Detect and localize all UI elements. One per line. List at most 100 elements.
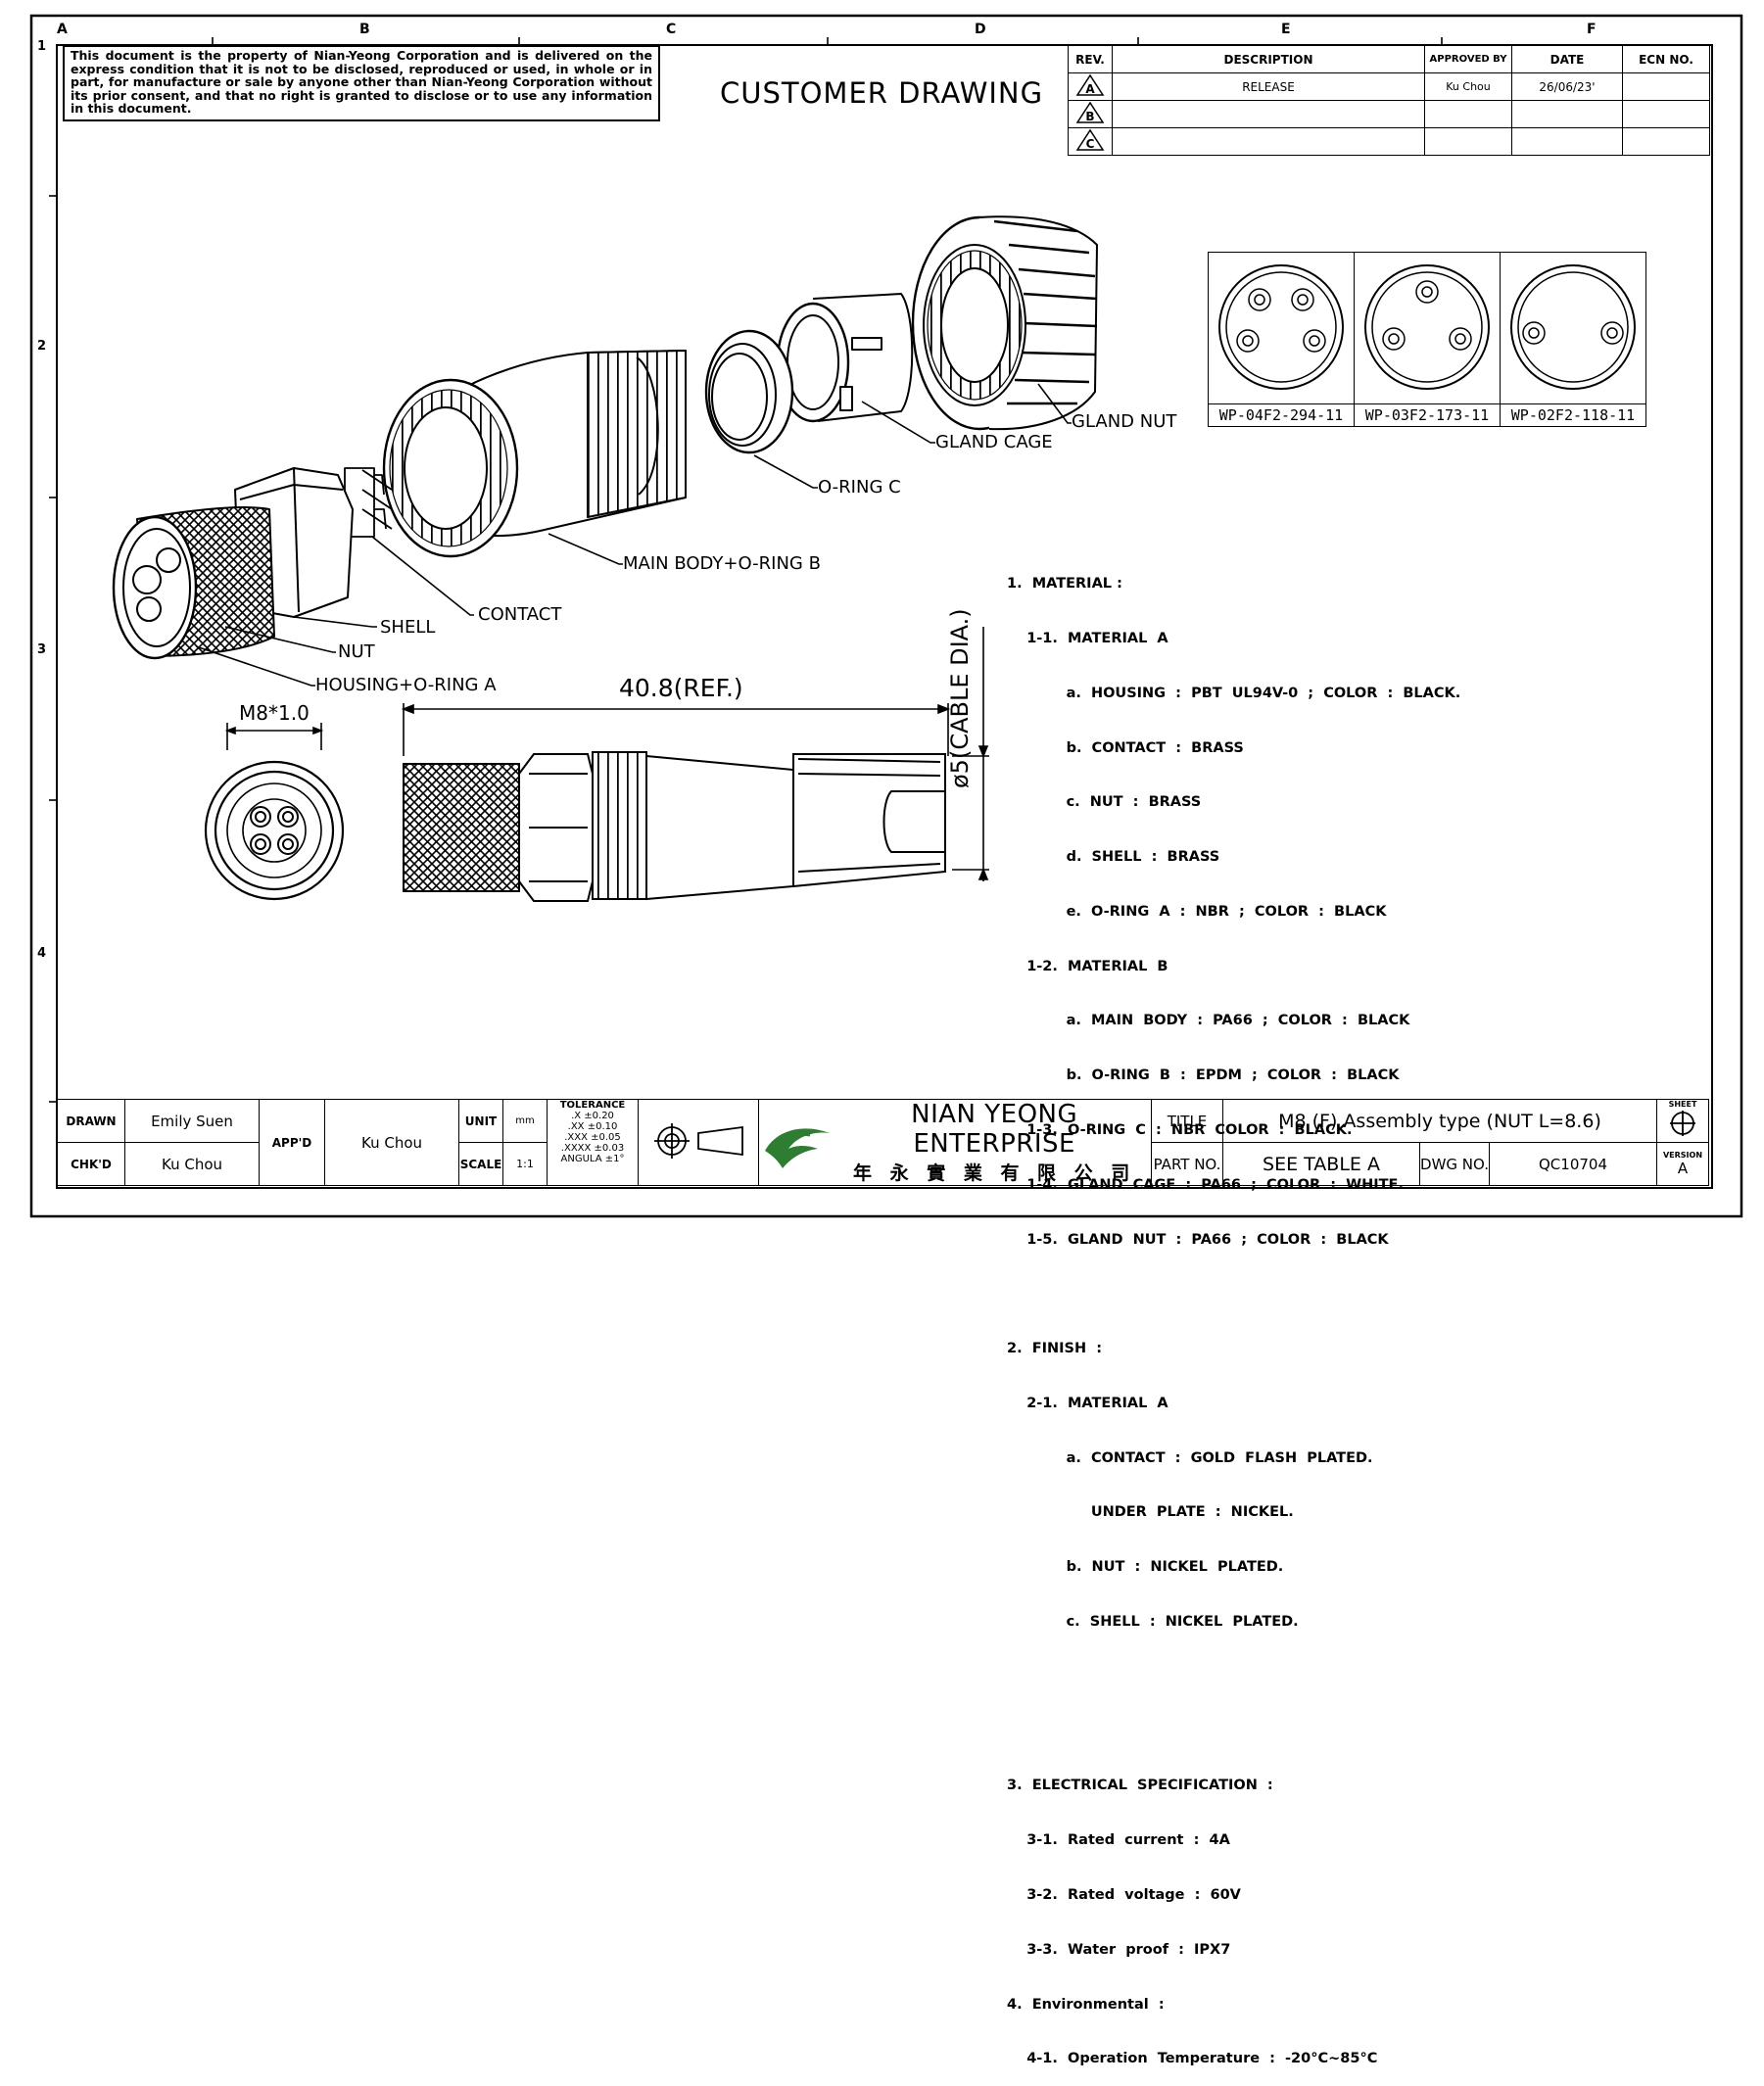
note-line: 1. MATERIAL : xyxy=(1007,576,1122,593)
company-name: NIAN YEONG ENTERPRISE xyxy=(911,1100,1078,1159)
part-no-label: PART NO. xyxy=(1151,1142,1223,1186)
version-value: A xyxy=(1677,1160,1689,1177)
zone-number: 2 xyxy=(37,339,47,354)
drawn-by: Emily Suen xyxy=(124,1099,260,1143)
pin-face-2pin xyxy=(1500,252,1646,404)
note-line: 4-1. Operation Temperature : -20°C~85°C xyxy=(1007,2051,1378,2067)
tolerance-row: .XX ±0.10 xyxy=(567,1121,618,1132)
rev-approved-by: Ku Chou xyxy=(1424,72,1512,101)
ecn-header: ECN NO. xyxy=(1622,45,1710,73)
main-body-part xyxy=(382,350,687,558)
zone-letter: D xyxy=(975,22,986,37)
dwg-no-label: DWG NO. xyxy=(1419,1142,1490,1186)
svg-text:A: A xyxy=(1085,82,1095,96)
sheet-label: SHEET xyxy=(1668,1100,1697,1109)
revision-row: B xyxy=(1068,100,1710,128)
callout-leaders xyxy=(195,383,1072,687)
note-line: c. NUT : BRASS xyxy=(1007,794,1202,811)
description-header: DESCRIPTION xyxy=(1112,45,1425,73)
rev-description xyxy=(1112,127,1425,156)
note-line: a. MAIN BODY : PA66 ; COLOR : BLACK xyxy=(1007,1013,1410,1029)
tolerance-row: .XXX ±0.05 xyxy=(564,1132,621,1143)
revision-table: REV. DESCRIPTION APPROVED BY DATE ECN NO… xyxy=(1068,45,1710,156)
note-line: 3-1. Rated current : 4A xyxy=(1007,1832,1230,1849)
rev-description: RELEASE xyxy=(1112,72,1425,101)
note-line: 1-1. MATERIAL A xyxy=(1007,630,1168,646)
drawing-title-value: M8 (F) Assembly type (NUT L=8.6) xyxy=(1222,1099,1657,1143)
callout-gland-nut: GLAND NUT xyxy=(1072,411,1177,432)
rev-date xyxy=(1511,127,1623,156)
tolerance-row: .XXXX ±0.03 xyxy=(560,1143,625,1154)
gland-nut-part xyxy=(911,215,1098,431)
note-line: b. NUT : NICKEL PLATED. xyxy=(1007,1559,1284,1576)
title-block: DRAWN Emily Suen APP'D Ku Chou UNIT mm T… xyxy=(57,1099,1709,1186)
sheet-cell: SHEET xyxy=(1656,1099,1709,1143)
callout-main-body: MAIN BODY+O-RING B xyxy=(623,553,821,574)
note-line: 1-2. MATERIAL B xyxy=(1007,958,1168,974)
zone-letter: B xyxy=(359,22,370,37)
part-number-3pin: WP-03F2-173-11 xyxy=(1354,403,1501,427)
exploded-assembly-view xyxy=(112,215,1098,660)
connector-face-3pin-icon xyxy=(1364,264,1490,390)
checked-by: Ku Chou xyxy=(124,1142,260,1186)
note-line: 3-3. Water proof : IPX7 xyxy=(1007,1941,1231,1958)
note-line: e. O-RING A : NBR ; COLOR : BLACK xyxy=(1007,903,1387,920)
zone-letter: F xyxy=(1587,22,1597,37)
unit-value: mm xyxy=(502,1099,548,1143)
note-line: 3-2. Rated voltage : 60V xyxy=(1007,1886,1241,1903)
part-number-4pin: WP-04F2-294-11 xyxy=(1208,403,1355,427)
callout-housing: HOUSING+O-RING A xyxy=(315,675,497,695)
note-line: 4. Environmental : xyxy=(1007,1996,1165,2013)
svg-text:C: C xyxy=(1086,137,1095,151)
rev-date xyxy=(1511,100,1623,128)
zone-letter: A xyxy=(57,22,68,37)
rev-triangle-icon: C xyxy=(1068,127,1113,156)
note-line: b. O-RING B : EPDM ; COLOR : BLACK xyxy=(1007,1067,1400,1084)
rev-ecn xyxy=(1622,127,1710,156)
zone-number: 4 xyxy=(37,946,47,961)
title-label: TITLE xyxy=(1151,1099,1223,1143)
part-number-2pin: WP-02F2-118-11 xyxy=(1500,403,1646,427)
housing-nut-part xyxy=(112,506,275,660)
note-line xyxy=(1007,1668,1460,1686)
front-view xyxy=(204,723,345,901)
callout-contact: CONTACT xyxy=(478,604,562,625)
rev-triangle-icon: B xyxy=(1068,100,1113,128)
drawing-frame xyxy=(29,14,1743,1218)
dimension-length: 40.8(REF.) xyxy=(619,674,743,702)
note-line: c. SHELL : NICKEL PLATED. xyxy=(1007,1614,1299,1631)
company-name-cn: 年 永 實 業 有 限 公 司 xyxy=(852,1162,1136,1184)
zone-letter: E xyxy=(1281,22,1291,37)
callout-shell: SHELL xyxy=(380,617,436,638)
rev-ecn xyxy=(1622,100,1710,128)
side-view xyxy=(401,627,989,902)
version-label: VERSION xyxy=(1662,1151,1703,1160)
projection-symbol xyxy=(638,1099,759,1186)
pin-face-4pin xyxy=(1208,252,1355,404)
unit-label: UNIT xyxy=(458,1099,503,1143)
part-no-value: SEE TABLE A xyxy=(1222,1142,1420,1186)
note-line: d. SHELL : BRASS xyxy=(1007,849,1220,866)
tolerance-row: ANGULA ±1° xyxy=(560,1154,625,1164)
connector-face-4pin-icon xyxy=(1218,264,1344,390)
note-line xyxy=(1007,1723,1460,1741)
dimension-thread: M8*1.0 xyxy=(239,701,310,725)
approved-by-header: APPROVED BY xyxy=(1424,45,1512,73)
scale-label: SCALE xyxy=(458,1142,503,1186)
drawn-label: DRAWN xyxy=(57,1099,125,1143)
revision-row: C xyxy=(1068,127,1710,156)
note-line: b. CONTACT : BRASS xyxy=(1007,739,1244,756)
rev-triangle-icon: A xyxy=(1068,72,1113,101)
callout-nut: NUT xyxy=(338,641,375,662)
version-cell: VERSION A xyxy=(1656,1142,1709,1186)
material-notes: 1. MATERIAL : 1-1. MATERIAL A a. HOUSING… xyxy=(1007,539,1460,2086)
callout-gland-cage: GLAND CAGE xyxy=(935,432,1053,452)
zone-number: 1 xyxy=(37,39,47,54)
revision-row: A RELEASE Ku Chou 26/06/23' xyxy=(1068,72,1710,101)
note-line: 2. FINISH : xyxy=(1007,1341,1102,1357)
o-ring-c-part xyxy=(704,329,794,454)
dwg-no-value: QC10704 xyxy=(1489,1142,1657,1186)
tolerance-label: TOLERANCE xyxy=(559,1100,626,1111)
chkd-label: CHK'D xyxy=(57,1142,125,1186)
scale-value: 1:1 xyxy=(502,1142,548,1186)
